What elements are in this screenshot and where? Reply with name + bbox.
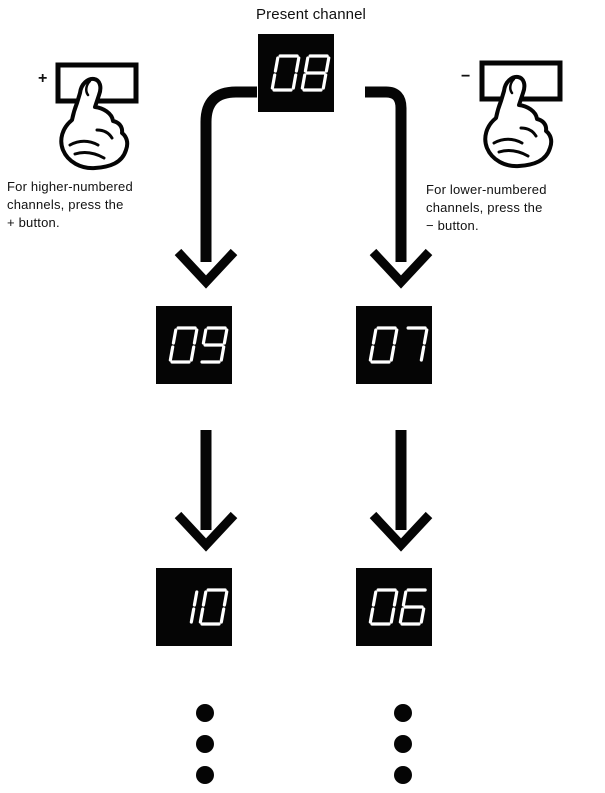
digit-segment xyxy=(171,328,178,345)
digit-segment xyxy=(300,73,307,90)
higher-continuation-ellipsis-icon xyxy=(196,704,216,784)
present-channel-readout: 08 xyxy=(270,54,331,92)
digit-segment xyxy=(291,73,298,90)
ellipsis-dot xyxy=(394,735,412,753)
digit-segment xyxy=(389,607,396,624)
higher-channel-display-2: 10 xyxy=(156,568,232,646)
ellipsis-dot xyxy=(196,735,214,753)
digit-segment xyxy=(294,56,301,73)
present-channel-label: Present channel xyxy=(256,6,366,23)
digit-segment xyxy=(422,328,429,345)
minus-hand-button-icon xyxy=(479,60,563,169)
lower-channel-value-1: 07 xyxy=(394,350,396,352)
digit-segment xyxy=(198,607,205,624)
lower-channel-readout-2: 06 xyxy=(368,588,427,626)
lower-channel-note: For lower-numbered channels, press the −… xyxy=(426,182,547,233)
digit-segment xyxy=(273,56,280,73)
digit-segment xyxy=(201,590,208,607)
digit-segment xyxy=(270,73,277,90)
present-channel-display: 08 xyxy=(258,34,334,112)
digit-segment xyxy=(419,607,426,624)
digit-segment xyxy=(389,345,396,362)
lower-channel-display-1: 07 xyxy=(356,306,432,384)
higher-channel-value-1: 09 xyxy=(194,350,196,352)
lower-channel-value-2: 06 xyxy=(394,612,396,614)
digit-segment xyxy=(419,345,426,362)
higher-channel-note: For higher-numbered channels, press the … xyxy=(7,179,133,230)
ellipsis-dot xyxy=(196,766,214,784)
digit-segment xyxy=(219,345,226,362)
digit-segment xyxy=(189,345,196,362)
higher-channel-display-1: 09 xyxy=(156,306,232,384)
lower-continuation-ellipsis-icon xyxy=(394,704,414,784)
digit-segment xyxy=(201,328,208,345)
present-channel-value: 08 xyxy=(296,78,298,80)
digit-segment xyxy=(222,590,229,607)
digit-segment xyxy=(368,345,375,362)
digit-segment xyxy=(189,607,196,624)
ellipsis-dot xyxy=(394,766,412,784)
digit-segment xyxy=(168,345,175,362)
digit-segment xyxy=(303,56,310,73)
digit-segment xyxy=(321,73,328,90)
digit-segment xyxy=(192,590,199,607)
digit-segment xyxy=(392,328,399,345)
digit-segment xyxy=(368,607,375,624)
digit-segment xyxy=(371,328,378,345)
digit-segment xyxy=(401,590,408,607)
higher-channel-value-2: 10 xyxy=(194,612,196,614)
digit-segment xyxy=(371,590,378,607)
higher-channel-readout-1: 09 xyxy=(168,326,229,364)
digit-segment xyxy=(219,607,226,624)
plus-hand-button-icon xyxy=(55,62,139,171)
digit-segment xyxy=(398,607,405,624)
digit-segment xyxy=(192,328,199,345)
ellipsis-dot xyxy=(196,704,214,722)
lower-channel-readout-1: 07 xyxy=(368,326,429,364)
plus-sign: + xyxy=(38,70,48,87)
higher-channel-readout-2: 10 xyxy=(189,588,229,626)
digit-segment xyxy=(324,56,331,73)
ellipsis-dot xyxy=(394,704,412,722)
digit-segment xyxy=(222,328,229,345)
digit-segment xyxy=(392,590,399,607)
minus-sign: − xyxy=(461,68,471,85)
lower-channel-display-2: 06 xyxy=(356,568,432,646)
